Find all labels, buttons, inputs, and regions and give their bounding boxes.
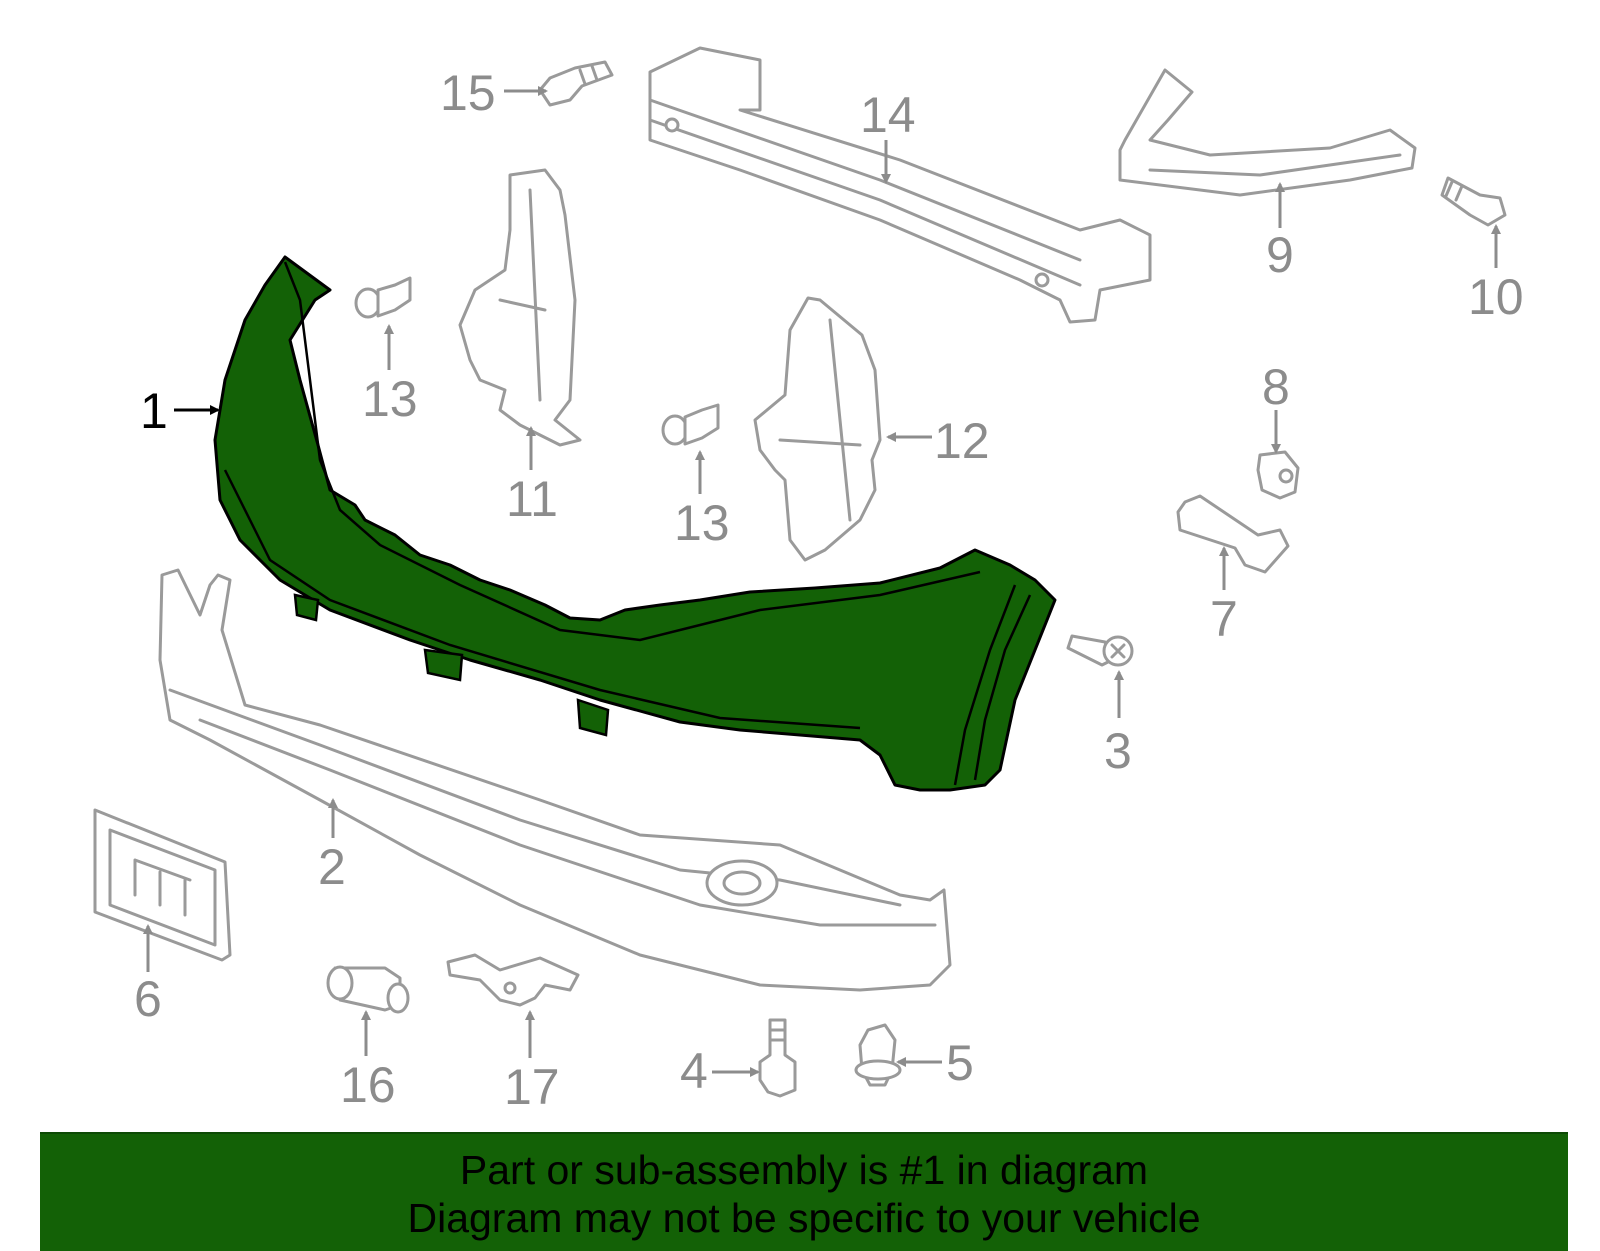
part-14-reinforcement-beam[interactable] [648, 46, 1152, 324]
callout-13-middle-label: 13 [674, 495, 730, 551]
callout-11-label: 11 [506, 471, 558, 527]
callout-1: 1 [140, 383, 220, 439]
callout-8-label: 8 [1262, 359, 1290, 415]
part-2-lower-cover[interactable] [158, 568, 952, 992]
callout-10-label: 10 [1468, 269, 1524, 325]
callout-13-upper-label: 13 [362, 371, 418, 427]
callout-15-label: 15 [440, 65, 496, 121]
part-7-bracket-strip[interactable] [1176, 494, 1290, 574]
part-17-bracket[interactable] [446, 953, 580, 1007]
callout-2: 2 [318, 798, 346, 895]
callout-16-label: 16 [340, 1057, 396, 1113]
part-16-sensor[interactable] [326, 965, 410, 1014]
callout-13-middle: 13 [674, 450, 730, 551]
callout-4-label: 4 [680, 1043, 708, 1099]
callout-12-label: 12 [934, 413, 990, 469]
callout-9: 9 [1266, 182, 1294, 283]
callout-8: 8 [1262, 359, 1290, 454]
callout-17-label: 17 [504, 1059, 560, 1115]
callout-5-label: 5 [946, 1035, 974, 1091]
callout-4: 4 [680, 1043, 760, 1099]
callout-16: 16 [340, 1010, 396, 1113]
banner-line-disclaimer: Diagram may not be specific to your vehi… [407, 1195, 1201, 1241]
callout-12: 12 [886, 413, 990, 469]
callout-9-label: 9 [1266, 227, 1294, 283]
callout-11: 11 [506, 426, 558, 527]
part-4-bolt[interactable] [758, 1018, 797, 1098]
callout-14-label: 14 [860, 87, 916, 143]
part-9-support-bracket[interactable] [1118, 68, 1417, 197]
callout-13-upper: 13 [362, 324, 418, 427]
part-3-screw[interactable] [1066, 634, 1134, 667]
callout-5: 5 [896, 1035, 974, 1091]
part-11-side-bracket[interactable] [458, 168, 582, 447]
part-5-clip[interactable] [854, 1023, 902, 1087]
callout-2-label: 2 [318, 839, 346, 895]
callout-7-label: 7 [1210, 591, 1238, 647]
part-15-bolt[interactable] [538, 60, 614, 107]
part-12-side-bracket[interactable] [753, 296, 882, 562]
part-13-clip-upper[interactable] [354, 276, 412, 319]
callout-6-label: 6 [134, 971, 162, 1027]
callout-3-label: 3 [1104, 723, 1132, 779]
callout-15: 15 [440, 65, 548, 121]
part-6-license-bracket[interactable] [93, 808, 232, 962]
part-8-clip-nut[interactable] [1256, 450, 1300, 500]
banner-line-part-info: Part or sub-assembly is #1 in diagram [459, 1147, 1149, 1193]
callout-1-label: 1 [140, 383, 168, 439]
callout-14: 14 [860, 87, 916, 184]
callout-10: 10 [1468, 224, 1524, 325]
callout-7: 7 [1210, 546, 1238, 647]
part-1-upper-bumper-cover[interactable] [213, 255, 1057, 792]
callout-6: 6 [134, 924, 162, 1027]
callout-17: 17 [504, 1010, 560, 1115]
part-13-clip-middle[interactable] [661, 403, 720, 446]
info-banner: Part or sub-assembly is #1 in diagram Di… [40, 1132, 1568, 1251]
part-10-bolt[interactable] [1440, 176, 1507, 227]
callout-3: 3 [1104, 670, 1132, 779]
